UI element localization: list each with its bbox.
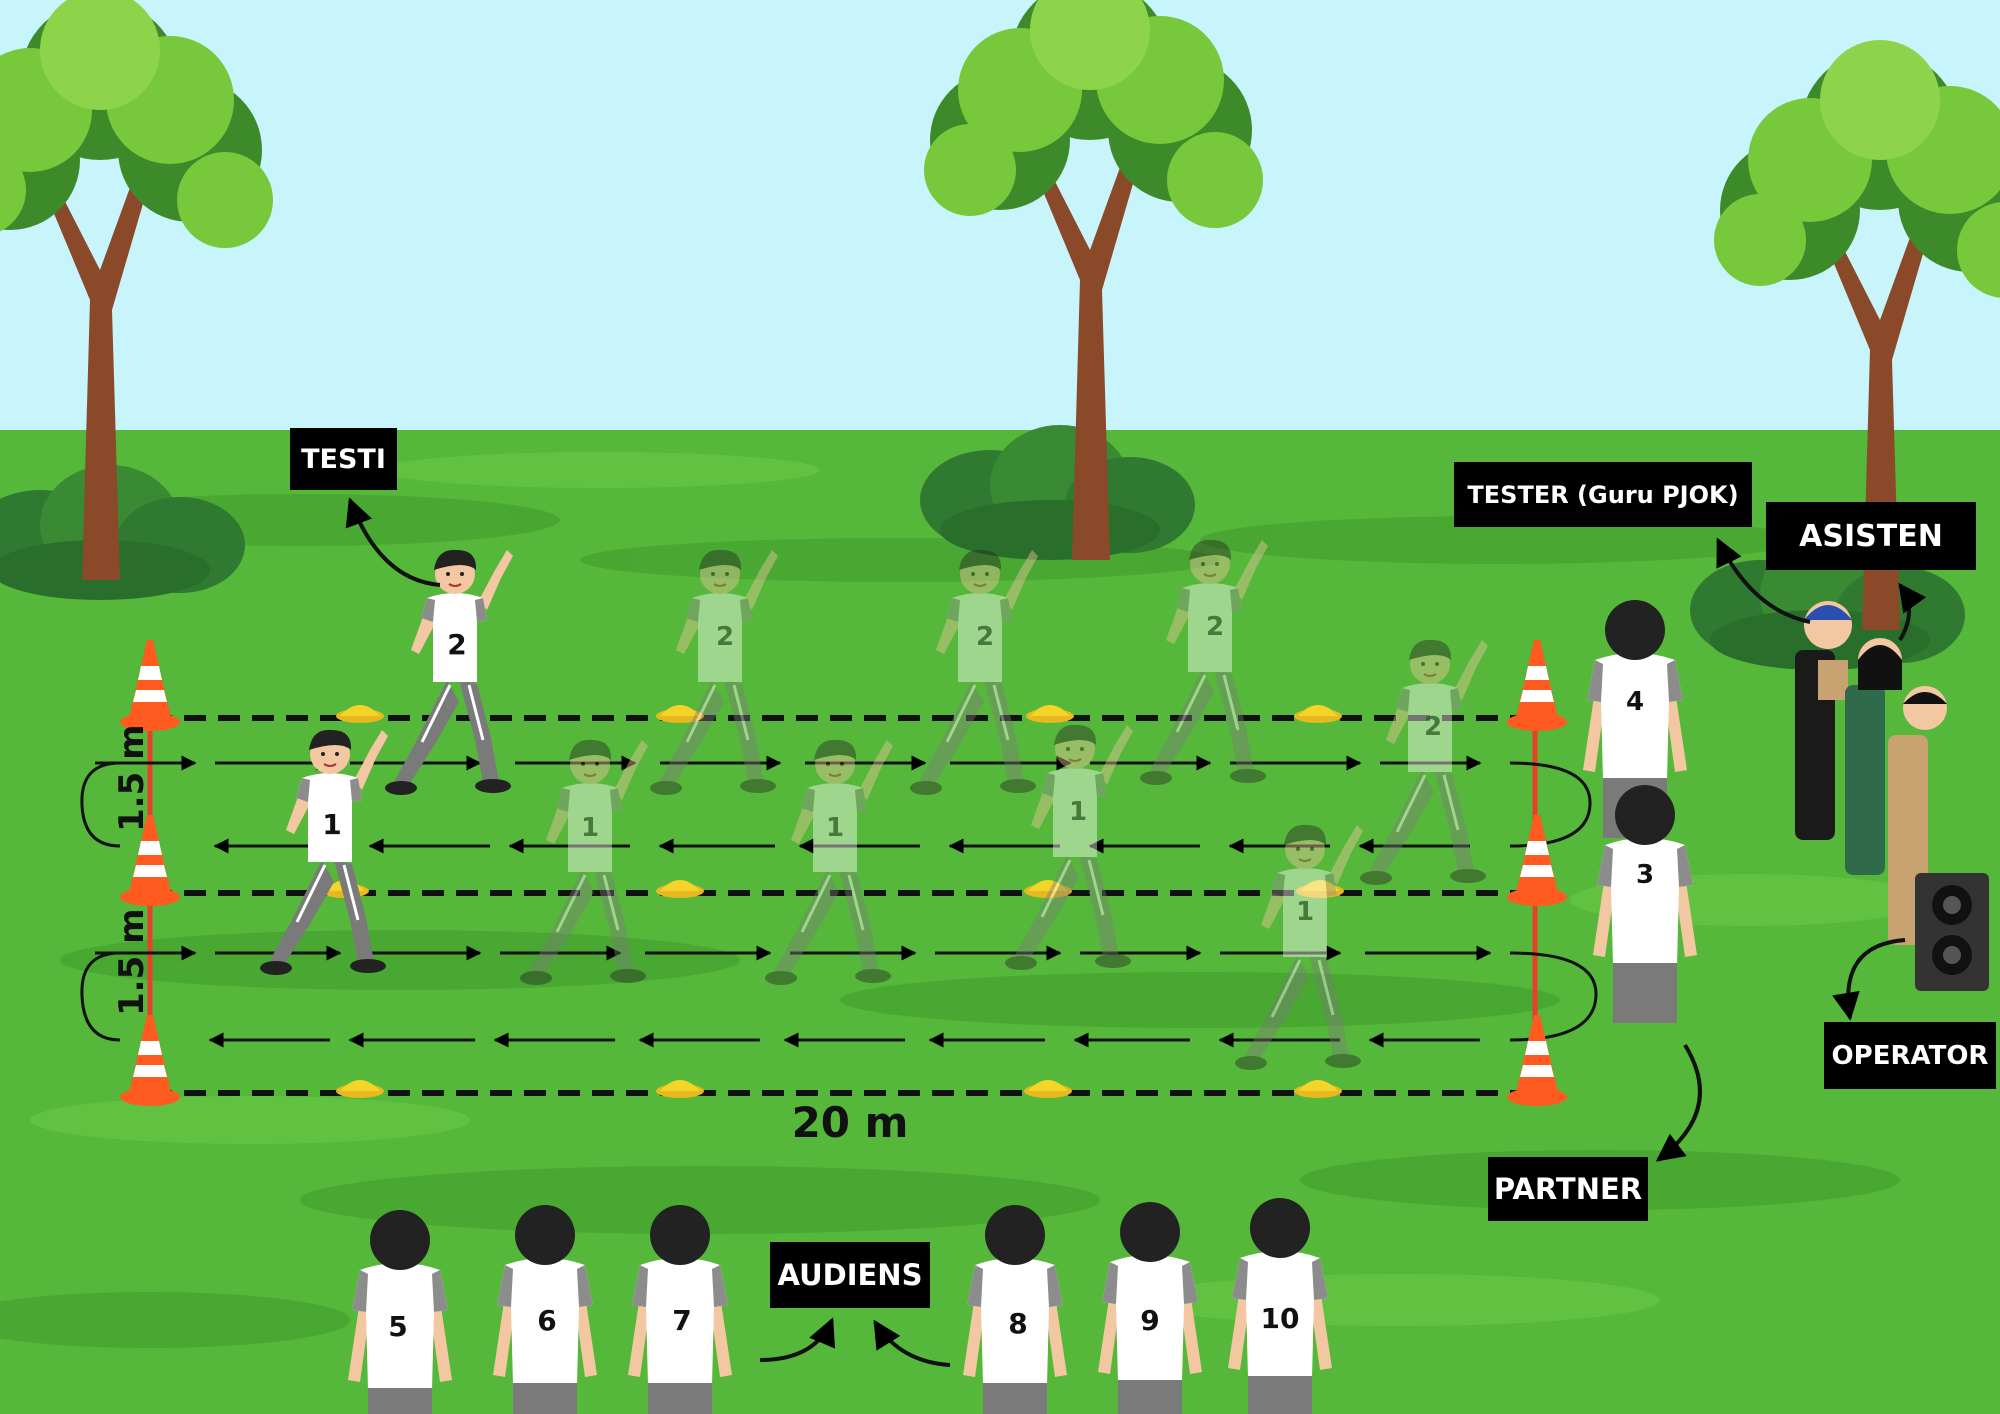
label-operator: OPERATOR <box>1824 1022 1996 1089</box>
audience-number: 5 <box>388 1310 407 1343</box>
runner-number: 2 <box>447 628 466 661</box>
partner-number: 4 <box>1626 687 1644 717</box>
runner-trail-number: 2 <box>1206 612 1224 642</box>
runner-trail-number: 2 <box>976 622 994 652</box>
audience-number: 10 <box>1261 1302 1300 1335</box>
runner-trail-number: 1 <box>581 813 599 843</box>
label-tester: TESTER (Guru PJOK) <box>1454 462 1752 527</box>
arrow-icon <box>1655 1043 1702 1162</box>
lane-boundaries <box>150 715 1535 1096</box>
audience-number: 9 <box>1140 1304 1159 1337</box>
runner-trail-number: 1 <box>826 813 844 843</box>
runner-trail-number: 1 <box>1069 797 1087 827</box>
label-partner: PARTNER <box>1488 1157 1648 1221</box>
grass-texture <box>0 494 1900 1348</box>
pointer-arrows <box>345 497 1927 1367</box>
arrow-icon <box>345 497 441 587</box>
arrow-icon <box>1716 537 1811 624</box>
partner-number: 3 <box>1636 860 1654 890</box>
speaker-icon <box>1915 873 1989 991</box>
arrow-icon <box>1898 582 1927 642</box>
dimension-lane-width-bottom: 1.5 m <box>112 908 152 1017</box>
audience-number: 8 <box>1008 1307 1027 1340</box>
runner-number: 1 <box>322 808 341 841</box>
label-testi: TESTI <box>290 428 397 490</box>
dimension-lane-width-top: 1.5 m <box>112 724 152 833</box>
arrow-icon <box>1832 938 1906 1021</box>
label-asisten: ASISTEN <box>1766 502 1976 570</box>
arrow-icon <box>873 1319 951 1367</box>
runner-trail-number: 1 <box>1296 897 1314 927</box>
dimension-course-length: 20 m <box>791 1098 909 1147</box>
tester-group <box>1795 601 1947 945</box>
runner-trail-number: 2 <box>716 622 734 652</box>
audience-number: 7 <box>672 1304 691 1337</box>
arrow-icon <box>759 1317 836 1362</box>
label-audiens: AUDIENS <box>770 1242 930 1308</box>
audience-number: 6 <box>537 1304 556 1337</box>
runner-trail-number: 2 <box>1424 712 1442 742</box>
turn-loops <box>80 761 1598 1042</box>
